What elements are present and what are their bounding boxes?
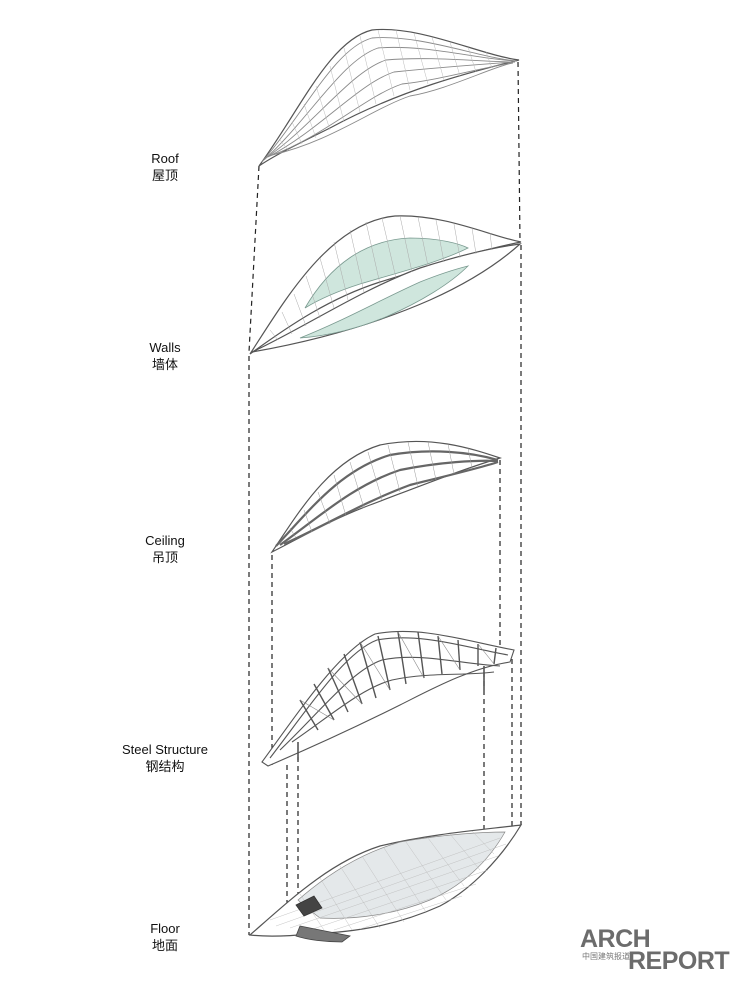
watermark-line2: REPORT [628, 947, 730, 975]
layer-label-steel-cn: 钢结构 [145, 759, 185, 774]
layer-label-walls: Walls 墙体 [130, 339, 200, 373]
roof-drawing [258, 28, 520, 167]
walls-drawing [249, 215, 522, 355]
layer-label-ceiling-cn: 吊顶 [151, 550, 178, 565]
layer-label-floor-en: Floor [150, 921, 180, 936]
layer-label-floor-cn: 地面 [151, 938, 178, 953]
layer-label-walls-cn: 墙体 [151, 357, 178, 372]
layer-label-steel-structure: Steel Structure 钢结构 [105, 741, 225, 775]
layer-label-roof-en: Roof [151, 151, 179, 166]
layer-label-roof-cn: 屋顶 [151, 168, 178, 183]
steel-structure-drawing [261, 630, 515, 767]
layer-label-roof: Roof 屋顶 [130, 150, 200, 184]
ceiling-drawing [270, 440, 502, 554]
floor-drawing [248, 824, 523, 943]
layer-label-walls-en: Walls [149, 340, 181, 355]
watermark-line1: ARCH [580, 925, 651, 953]
layer-label-ceiling-en: Ceiling [145, 533, 185, 548]
archreport-watermark: ARCH REPORT 中国建筑报道 [580, 926, 740, 974]
layer-label-ceiling: Ceiling 吊顶 [125, 532, 205, 566]
watermark-cn: 中国建筑报道 [582, 952, 630, 961]
layer-label-floor: Floor 地面 [130, 920, 200, 954]
layer-label-steel-en: Steel Structure [122, 742, 208, 757]
